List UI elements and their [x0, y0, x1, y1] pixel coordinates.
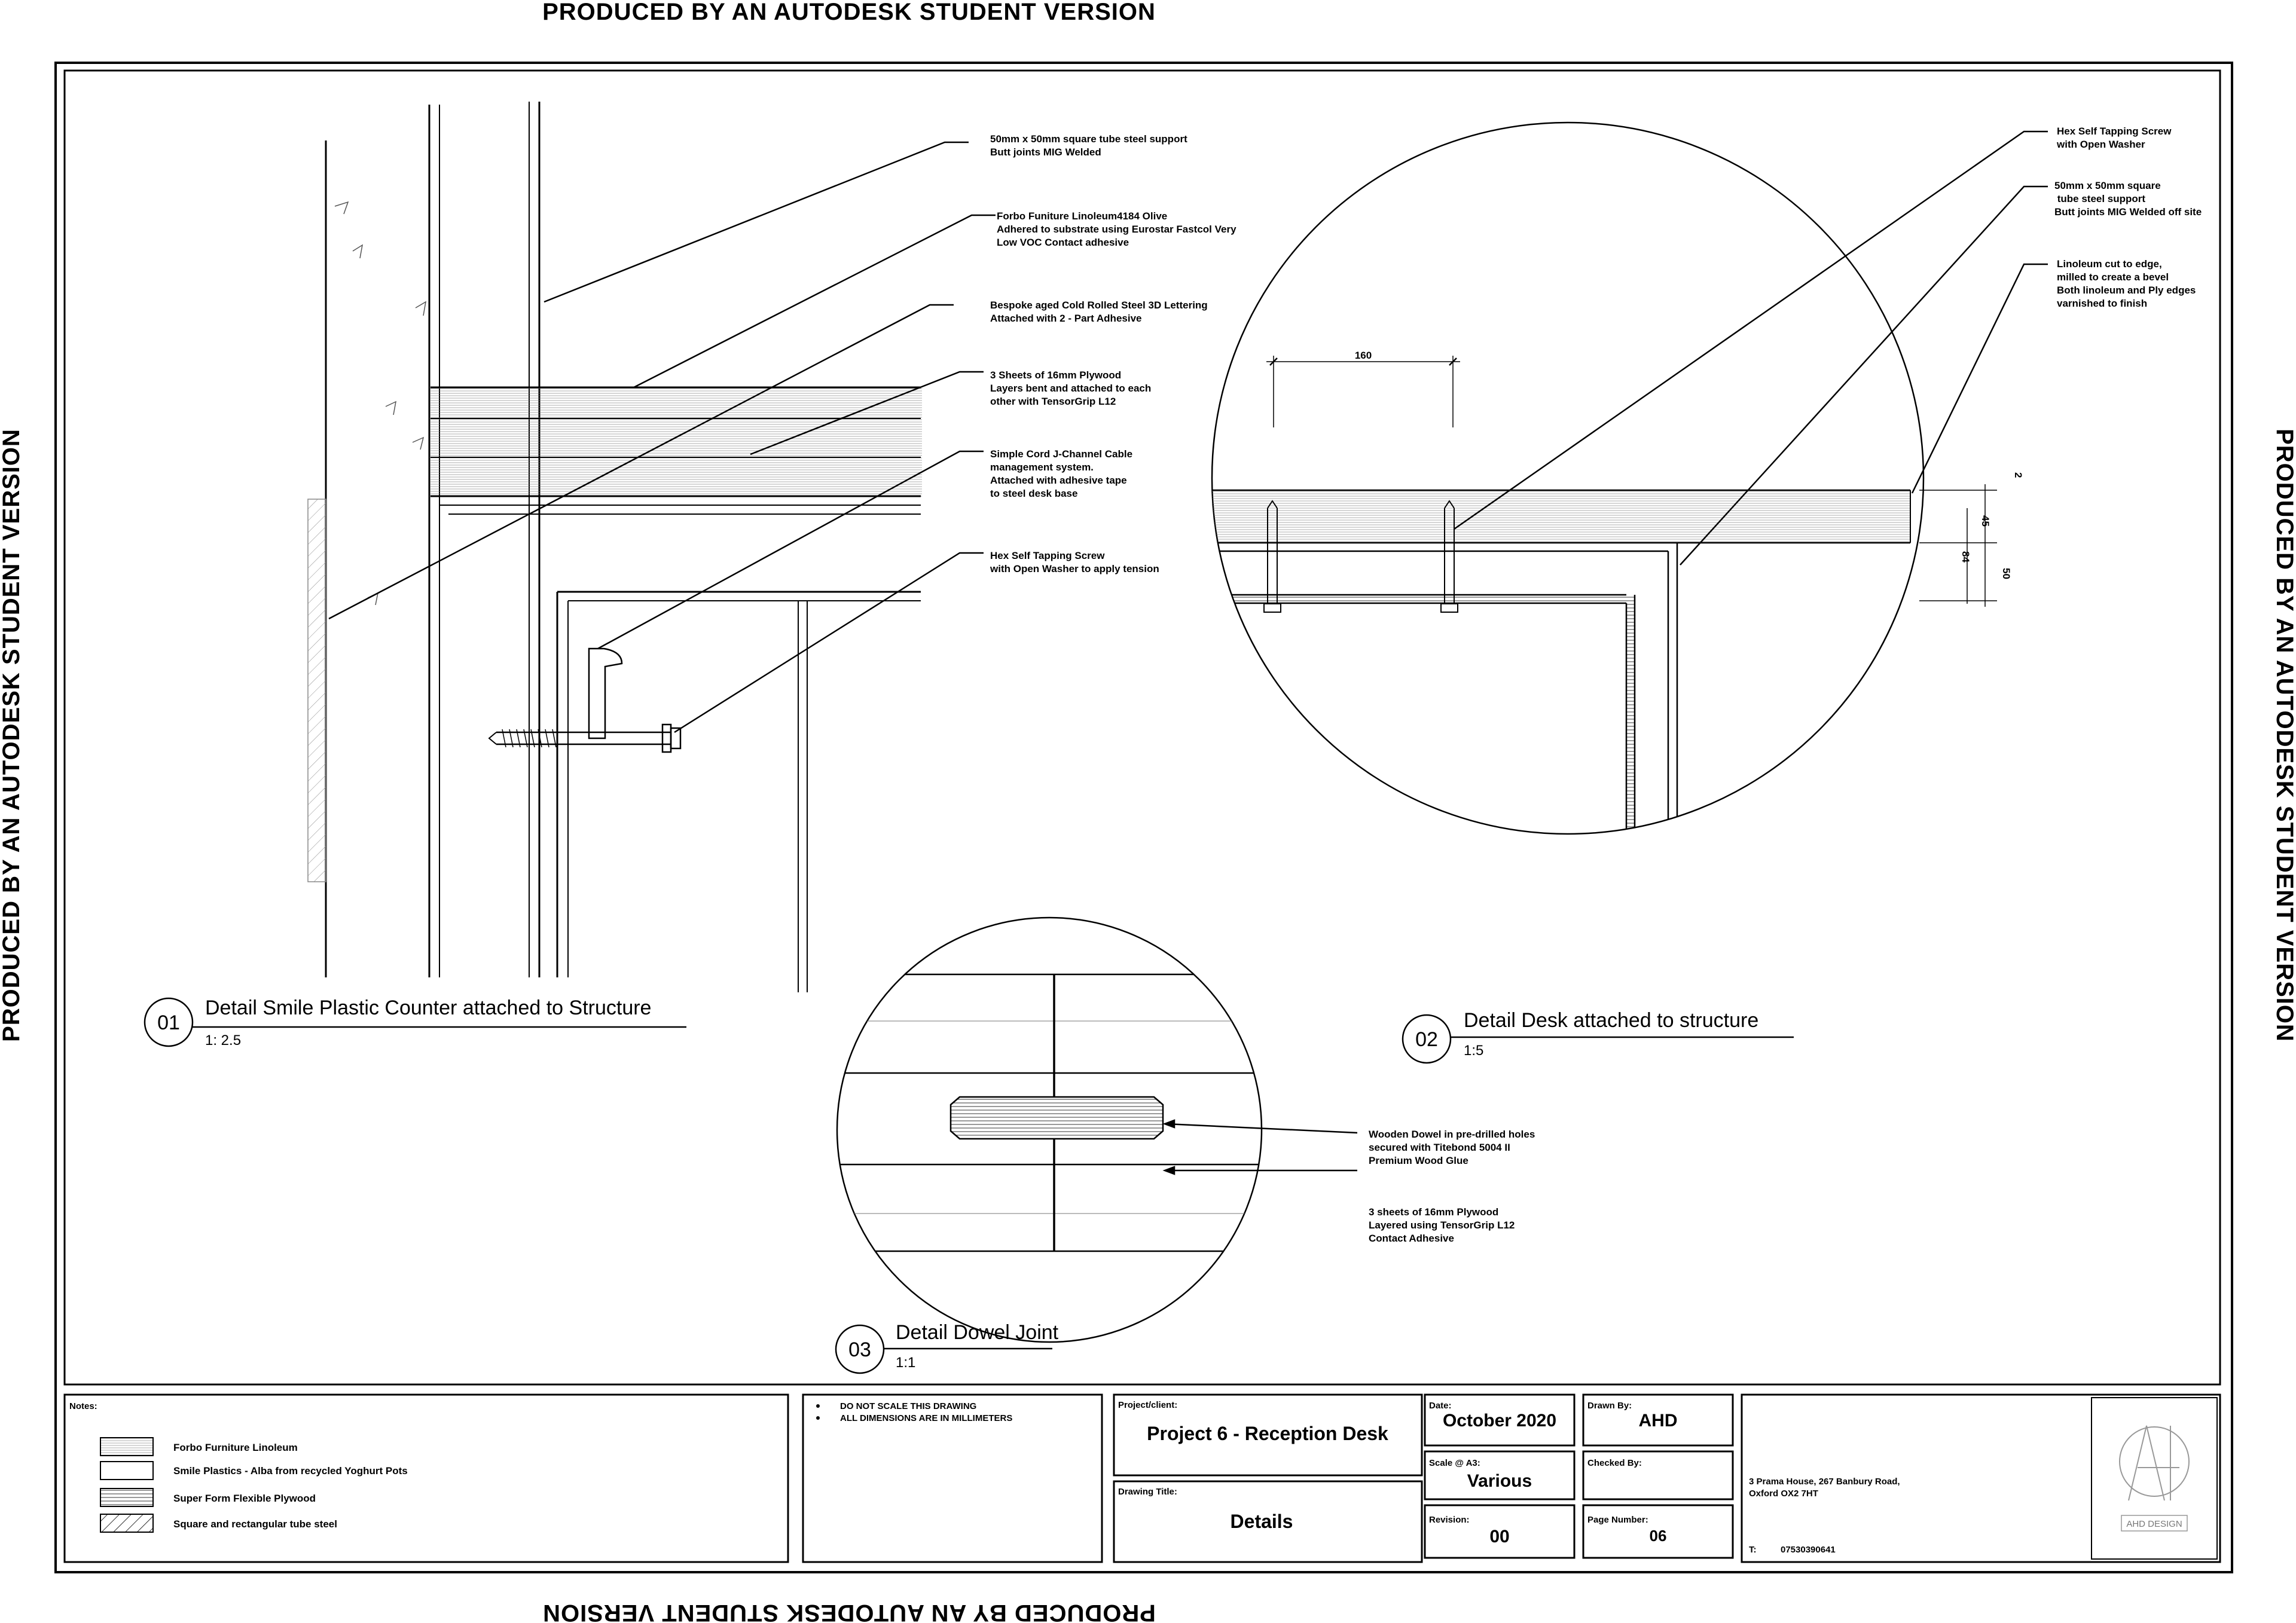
- date-value: October 2020: [1443, 1411, 1556, 1431]
- watermark-top: PRODUCED BY AN AUTODESK STUDENT VERSION: [542, 0, 1156, 25]
- svg-text:Super Form Flexible Plywood: Super Form Flexible Plywood: [173, 1493, 316, 1504]
- phone-label: T:: [1749, 1545, 1757, 1555]
- logo-text: AHD DESIGN: [2126, 1519, 2182, 1529]
- svg-text:84: 84: [1960, 551, 1971, 563]
- drawing-title: Details: [1231, 1511, 1293, 1532]
- watermark-left: PRODUCED BY AN AUTODESK STUDENT VERSION: [0, 429, 25, 1042]
- svg-text:1:1: 1:1: [896, 1355, 915, 1371]
- detail-02-dimension-labels: 160 2 45 84 50: [1355, 350, 2024, 579]
- scale-label: Scale @ A3:: [1429, 1458, 1480, 1468]
- revision-value: 00: [1489, 1527, 1509, 1546]
- svg-text:ALL DIMENSIONS ARE IN MILLIMET: ALL DIMENSIONS ARE IN MILLIMETERS: [840, 1413, 1012, 1423]
- outer-frame: [54, 62, 2233, 1573]
- detail-01-drawing: [307, 102, 922, 992]
- svg-text:Wooden Dowel in pre-drilled ho: Wooden Dowel in pre-drilled holessecured…: [1369, 1129, 1535, 1166]
- svg-text:Smile Plastics - Alba from rec: Smile Plastics - Alba from recycled Yogh…: [173, 1465, 408, 1477]
- watermark-bottom: PRODUCED BY AN AUTODESK STUDENT VERSION: [542, 1600, 1156, 1623]
- drawn-by-label: Drawn By:: [1587, 1401, 1632, 1411]
- ahd-logo: [2119, 1425, 2190, 1532]
- svg-text:2: 2: [2013, 472, 2024, 478]
- project-label: Project/client:: [1118, 1400, 1177, 1410]
- svg-text:02: 02: [1415, 1028, 1438, 1051]
- svg-text:45: 45: [1980, 515, 1991, 527]
- svg-text:Bespoke aged Cold Rolled Steel: Bespoke aged Cold Rolled Steel 3D Letter…: [990, 299, 1208, 324]
- svg-text:Detail Smile Plastic Counter a: Detail Smile Plastic Counter attached to…: [205, 997, 651, 1019]
- page-number-label: Page Number:: [1587, 1515, 1648, 1525]
- svg-text:Linoleum cut to edge,milled to: Linoleum cut to edge,milled to create a …: [2057, 258, 2196, 309]
- date-label: Date:: [1429, 1401, 1452, 1411]
- detail-02-title: 02 Detail Desk attached to structure 1:5: [1402, 1009, 1794, 1064]
- legend: Forbo Furniture Linoleum Smile Plastics …: [100, 1437, 408, 1533]
- svg-text:01: 01: [157, 1011, 180, 1034]
- detail-02-leaders: [1454, 130, 2048, 566]
- general-notes: DO NOT SCALE THIS DRAWING ALL DIMENSIONS…: [816, 1401, 1012, 1423]
- detail-02-dimensions: [1266, 356, 1997, 607]
- title-block: [63, 1393, 2221, 1563]
- checked-by-label: Checked By:: [1587, 1458, 1642, 1468]
- svg-text:03: 03: [848, 1338, 871, 1361]
- page-number-value: 06: [1650, 1527, 1667, 1545]
- svg-text:Square and rectangular tube st: Square and rectangular tube steel: [173, 1518, 337, 1530]
- svg-text:Detail Desk attached to struct: Detail Desk attached to structure: [1464, 1009, 1758, 1032]
- detail-01-title: 01 Detail Smile Plastic Counter attached…: [144, 997, 686, 1049]
- svg-text:1: 2.5: 1: 2.5: [205, 1032, 241, 1049]
- svg-text:1:5: 1:5: [1464, 1043, 1483, 1059]
- detail-02-circle: [1211, 121, 1925, 835]
- address: 3 Prama House, 267 Banbury Road,Oxford O…: [1749, 1477, 1900, 1499]
- svg-text:Forbo Funiture Linoleum4184 Ol: Forbo Funiture Linoleum4184 OliveAdhered…: [997, 210, 1236, 248]
- svg-text:Detail Dowel Joint: Detail Dowel Joint: [896, 1321, 1059, 1344]
- phone: 07530390641: [1781, 1545, 1836, 1555]
- svg-text:50: 50: [2001, 568, 2012, 579]
- inner-frame: [63, 69, 2221, 1386]
- drawing-title-label: Drawing Title:: [1118, 1487, 1177, 1497]
- notes-label: Notes:: [69, 1401, 97, 1411]
- detail-03-circle: [836, 916, 1263, 1343]
- project-name: Project 6 - Reception Desk: [1147, 1423, 1388, 1444]
- detail-01-leaders: [328, 141, 996, 733]
- detail-02-drawing: [1212, 489, 1911, 834]
- svg-text:50mm x 50mm square tube steel: 50mm x 50mm square tube steel supportBut…: [2054, 180, 2202, 218]
- detail-03-drawing: [837, 973, 1262, 1252]
- scale-value: Various: [1467, 1471, 1532, 1491]
- svg-text:DO NOT SCALE THIS DRAWING: DO NOT SCALE THIS DRAWING: [840, 1401, 976, 1411]
- svg-text:Forbo Furniture Linoleum: Forbo Furniture Linoleum: [173, 1442, 298, 1453]
- watermark-right: PRODUCED BY AN AUTODESK STUDENT VERSION: [2271, 429, 2296, 1042]
- revision-label: Revision:: [1429, 1515, 1470, 1525]
- svg-text:160: 160: [1355, 350, 1372, 361]
- drawn-by-value: AHD: [1639, 1411, 1678, 1431]
- svg-text:50mm x 50mm square tube steel: 50mm x 50mm square tube steel supportBut…: [990, 133, 1187, 158]
- detail-03-title: 03 Detail Dowel Joint 1:1: [835, 1321, 1059, 1374]
- detail-03-leaders: [1162, 1119, 1358, 1175]
